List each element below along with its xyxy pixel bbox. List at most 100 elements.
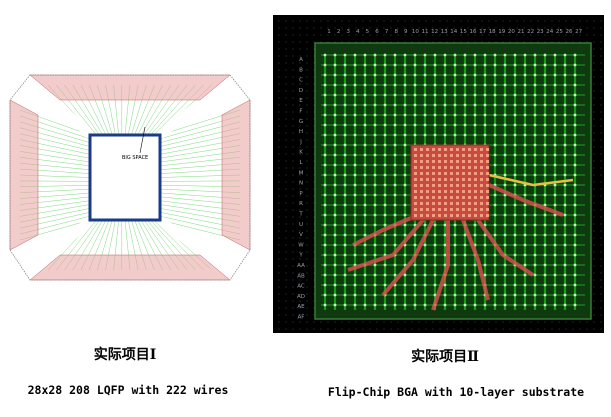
via bbox=[353, 283, 357, 287]
via bbox=[403, 303, 407, 307]
via bbox=[543, 93, 547, 97]
via bbox=[553, 263, 557, 267]
outer-dot bbox=[509, 34, 511, 36]
via bbox=[573, 203, 577, 207]
via bbox=[543, 73, 547, 77]
core-bump bbox=[468, 154, 471, 157]
outer-dot bbox=[299, 132, 301, 134]
via bbox=[333, 223, 337, 227]
via bbox=[373, 273, 377, 277]
outer-dot bbox=[593, 181, 595, 183]
outer-dot bbox=[586, 34, 588, 36]
outer-dot bbox=[299, 146, 301, 148]
corner-corridor bbox=[31, 216, 94, 274]
lqfp-wirebond-diagram: BIG SPACE bbox=[0, 55, 260, 290]
via bbox=[363, 193, 367, 197]
outer-dot bbox=[285, 97, 287, 99]
via bbox=[323, 223, 327, 227]
outer-dot bbox=[600, 202, 602, 204]
core-bump bbox=[414, 160, 417, 163]
via bbox=[373, 303, 377, 307]
via bbox=[393, 193, 397, 197]
outer-dot bbox=[327, 328, 329, 330]
via bbox=[563, 203, 567, 207]
core-bump bbox=[444, 202, 447, 205]
via bbox=[483, 113, 487, 117]
via bbox=[323, 73, 327, 77]
via bbox=[473, 73, 477, 77]
via bbox=[423, 123, 427, 127]
via bbox=[343, 103, 347, 107]
via bbox=[323, 173, 327, 177]
core-bump bbox=[420, 154, 423, 157]
via bbox=[503, 233, 507, 237]
via bbox=[323, 133, 327, 137]
core-bump bbox=[414, 202, 417, 205]
via bbox=[463, 63, 467, 67]
core-bump bbox=[438, 148, 441, 151]
outer-dot bbox=[292, 202, 294, 204]
outer-dot bbox=[460, 34, 462, 36]
outer-dot bbox=[327, 20, 329, 22]
core-bump bbox=[432, 178, 435, 181]
outer-dot bbox=[306, 307, 308, 309]
core-bump bbox=[462, 214, 465, 217]
outer-dot bbox=[278, 279, 280, 281]
via bbox=[353, 203, 357, 207]
outer-dot bbox=[285, 76, 287, 78]
via bbox=[563, 263, 567, 267]
via bbox=[373, 63, 377, 67]
via bbox=[503, 213, 507, 217]
via bbox=[373, 123, 377, 127]
via bbox=[393, 233, 397, 237]
via bbox=[513, 153, 517, 157]
core-bump bbox=[468, 166, 471, 169]
via bbox=[403, 253, 407, 257]
core-bump bbox=[462, 172, 465, 175]
lead-band bbox=[221, 99, 251, 251]
outer-dot bbox=[600, 216, 602, 218]
core-bump bbox=[480, 148, 483, 151]
outer-dot bbox=[600, 146, 602, 148]
outer-dot bbox=[474, 20, 476, 22]
outer-dot bbox=[299, 272, 301, 274]
via bbox=[553, 293, 557, 297]
via bbox=[323, 243, 327, 247]
outer-dot bbox=[292, 286, 294, 288]
outer-dot bbox=[292, 223, 294, 225]
core-bump bbox=[420, 202, 423, 205]
outer-dot bbox=[593, 125, 595, 127]
outer-dot bbox=[306, 55, 308, 57]
via bbox=[523, 63, 527, 67]
via bbox=[323, 53, 327, 57]
row-label: AB bbox=[297, 273, 305, 279]
via bbox=[353, 113, 357, 117]
outer-dot bbox=[593, 223, 595, 225]
core-bump bbox=[438, 166, 441, 169]
outer-dot bbox=[467, 34, 469, 36]
core-bump bbox=[444, 154, 447, 157]
via bbox=[513, 223, 517, 227]
lqfp-die bbox=[88, 133, 162, 222]
via bbox=[533, 73, 537, 77]
outer-dot bbox=[495, 328, 497, 330]
via bbox=[403, 103, 407, 107]
outer-dot bbox=[446, 321, 448, 323]
via bbox=[423, 263, 427, 267]
outer-dot bbox=[285, 118, 287, 120]
outer-dot bbox=[299, 153, 301, 155]
via bbox=[573, 193, 577, 197]
via bbox=[423, 293, 427, 297]
via bbox=[383, 233, 387, 237]
outer-dot bbox=[285, 209, 287, 211]
outer-dot bbox=[278, 286, 280, 288]
via bbox=[383, 173, 387, 177]
core-bump bbox=[450, 154, 453, 157]
via bbox=[503, 153, 507, 157]
core-bump bbox=[456, 154, 459, 157]
via bbox=[553, 283, 557, 287]
outer-dot bbox=[327, 27, 329, 29]
via bbox=[333, 53, 337, 57]
via bbox=[443, 83, 447, 87]
row-label: AF bbox=[298, 315, 305, 321]
